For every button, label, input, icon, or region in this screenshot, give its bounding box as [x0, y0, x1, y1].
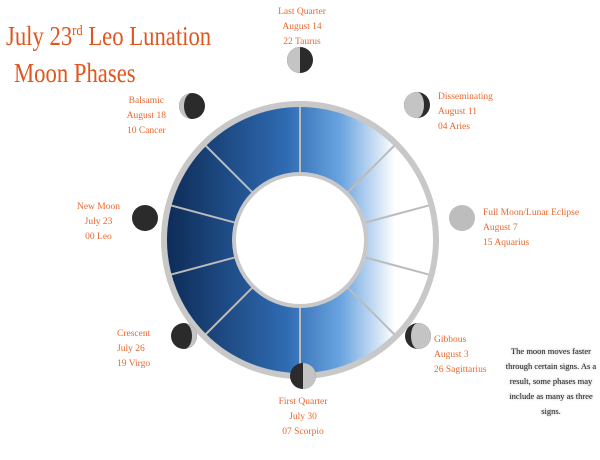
- sign-divider: [204, 285, 255, 336]
- sign-divider: [363, 256, 430, 276]
- moon-phase-icon: [171, 323, 197, 349]
- moon-phase-icon: [449, 205, 475, 231]
- moon-phase-icon: [179, 93, 205, 119]
- note-text: The moon moves faster through certain si…: [505, 346, 597, 416]
- moon-phase-icon: [405, 323, 431, 349]
- title-line-1: July 23rd Leo Lunation: [6, 21, 212, 51]
- moon-phase-icon: [290, 363, 316, 389]
- sign-divider: [204, 144, 255, 195]
- sign-divider: [345, 285, 396, 336]
- moon-phase-icon: [404, 92, 430, 118]
- sign-divider: [170, 256, 237, 276]
- inner-circle: [232, 172, 368, 308]
- sign-divider: [345, 144, 396, 195]
- title-line-2: Moon Phases: [14, 58, 136, 88]
- sign-divider: [363, 204, 430, 224]
- moon-phase-icon: [132, 205, 158, 231]
- moon-phase-icon: [287, 47, 313, 73]
- sign-divider: [170, 204, 237, 224]
